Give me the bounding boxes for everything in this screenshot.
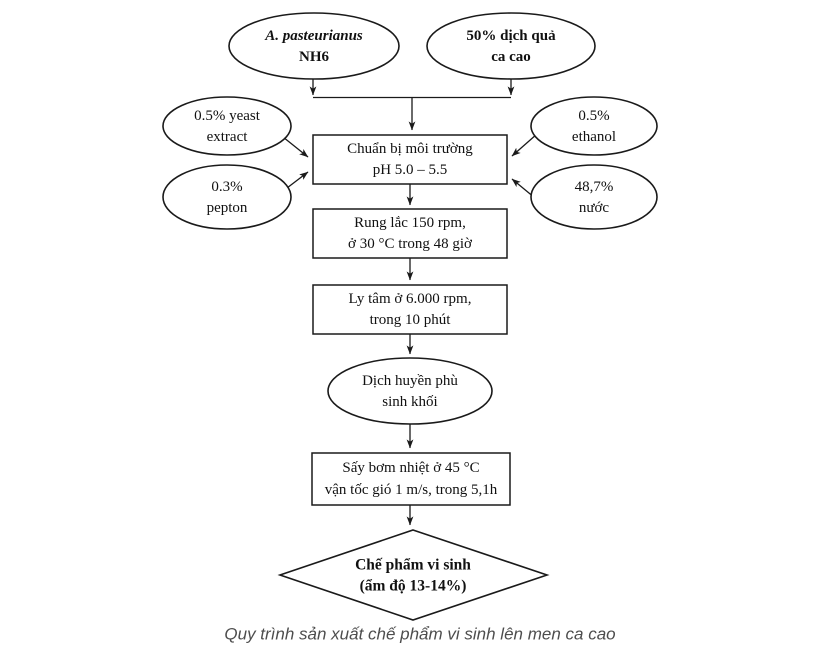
edge-yeast-to-prepare-arrow [282,136,309,158]
yeast-ellipse [162,96,292,156]
product-label-line1: Chế phẩm vi sinh [355,557,471,574]
node-product: Chế phẩm vi sinh (ẩm độ 13-14%) [277,529,550,621]
prepare-label-line1: Chuẩn bị môi trường [347,141,473,157]
yeast-label-line2: extract [207,129,249,145]
node-suspension: Dịch huyền phù sinh khối [327,357,493,425]
prepare-box [312,134,508,185]
centrifuge-label-line1: Ly tâm ở 6.000 rpm, [349,291,472,307]
pepton-label-line1: 0.3% [211,179,242,195]
edge-ethanol-to-prepare-arrow [511,133,538,157]
node-prepare: Chuẩn bị môi trường pH 5.0 – 5.5 [312,134,508,185]
water-label-line1: 48,7% [575,179,614,195]
dry-label-line1: Sấy bơm nhiệt ở 45 °C [342,460,479,476]
node-ethanol: 0.5% ethanol [530,96,658,156]
juice-label-line2: ca cao [491,49,531,65]
node-pepton: 0.3% pepton [162,164,292,230]
dry-label-line2: vận tốc gió 1 m/s, trong 5,1h [325,482,498,498]
node-water: 48,7% nước [530,164,658,230]
shake-label-line2: ở 30 °C trong 48 giờ [348,236,473,252]
strain-ellipse [228,12,400,80]
centrifuge-label-line2: trong 10 phút [370,312,452,328]
edge-pepton-to-prepare-arrow [286,171,309,189]
juice-label-line1: 50% dịch quả [466,28,556,44]
strain-label-line2: NH6 [299,49,330,65]
ethanol-ellipse [530,96,658,156]
shake-label-line1: Rung lắc 150 rpm, [354,215,466,231]
water-ellipse [530,164,658,230]
pepton-label-line2: pepton [207,200,248,216]
centrifuge-box [312,284,508,335]
pepton-ellipse [162,164,292,230]
yeast-label-line1: 0.5% yeast [194,108,261,124]
suspension-ellipse [327,357,493,425]
node-centrifuge: Ly tâm ở 6.000 rpm, trong 10 phút [312,284,508,335]
figure-caption: Quy trình sản xuất chế phẩm vi sinh lên … [224,625,615,644]
juice-ellipse [426,12,596,80]
suspension-label-line1: Dịch huyền phù [362,373,458,389]
suspension-label-line2: sinh khối [382,394,437,410]
node-dry: Sấy bơm nhiệt ở 45 °C vận tốc gió 1 m/s,… [311,452,511,506]
dry-box [311,452,511,506]
node-strain: A. pasteurianus NH6 [228,12,400,80]
node-juice: 50% dịch quả ca cao [426,12,596,80]
product-label-line2: (ẩm độ 13-14%) [360,578,467,595]
shake-box [312,208,508,259]
edges [282,79,538,526]
node-yeast: 0.5% yeast extract [162,96,292,156]
node-shake: Rung lắc 150 rpm, ở 30 °C trong 48 giờ [312,208,508,259]
ethanol-label-line2: ethanol [572,129,616,145]
prepare-label-line2: pH 5.0 – 5.5 [373,162,448,178]
ethanol-label-line1: 0.5% [578,108,609,124]
product-diamond [277,529,550,621]
strain-label-line1: A. pasteurianus [264,28,363,44]
water-label-line2: nước [579,200,610,216]
